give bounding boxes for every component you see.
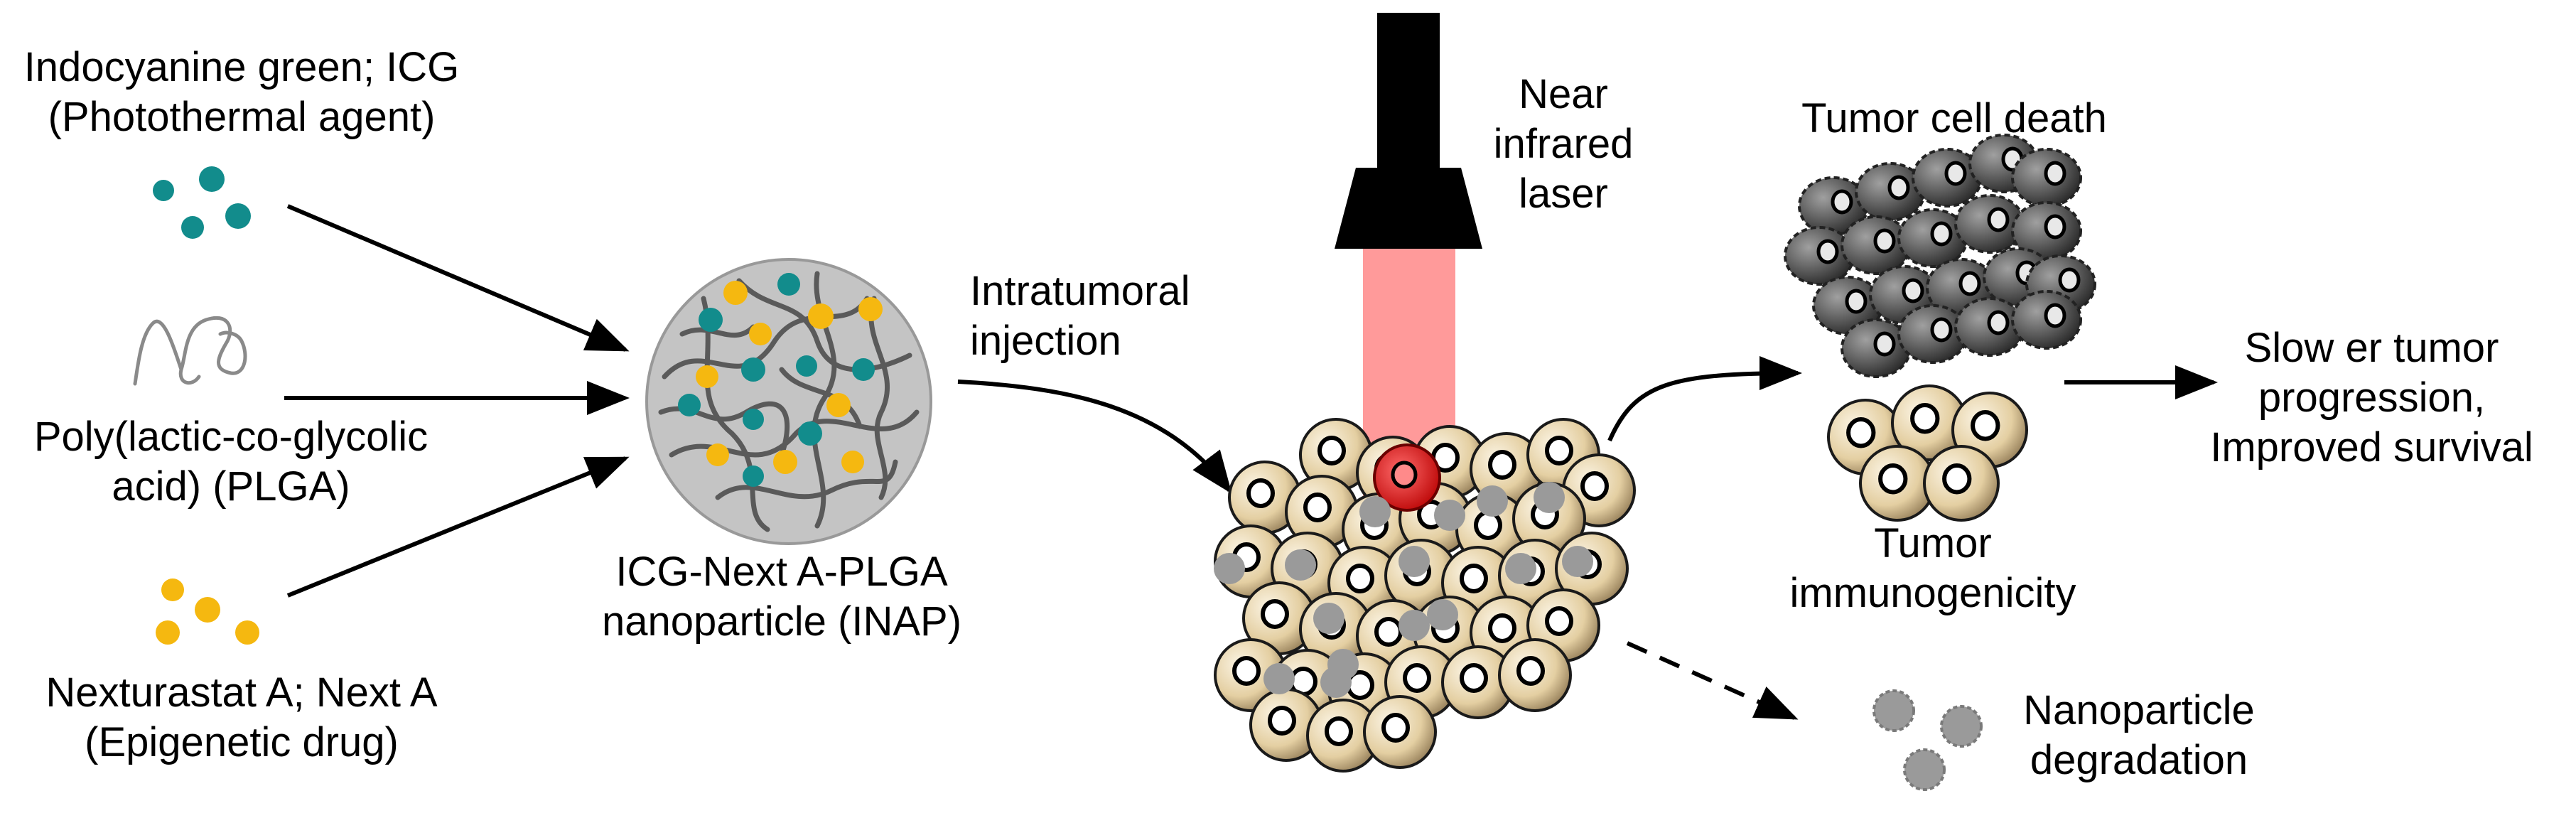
tumor-cell-death-label: Tumor cell death: [1801, 95, 2107, 141]
tumor-nanoparticle: [1477, 485, 1508, 517]
arrow-nexta-to-np: [286, 456, 630, 598]
tumor-nanoparticle: [1562, 546, 1593, 577]
immunogenic-tumor-cell: [1891, 384, 1968, 461]
dead-tumor-cell: [1954, 194, 2025, 254]
nexta-dots-icon: [156, 578, 259, 645]
tumor-nanoparticle: [1313, 603, 1344, 634]
arrow-to-degradation: [1626, 641, 1799, 720]
tumor-nanoparticle: [1320, 667, 1352, 698]
dead-tumor-cell: [1841, 215, 1912, 275]
dead-tumor-cell: [2011, 290, 2082, 350]
injection-label: Intratumoral injection: [970, 268, 1190, 364]
heated-tumor-cell: [1373, 443, 1441, 512]
plga-polymer-icon: [133, 316, 247, 386]
laser-label: Near infrared laser: [1493, 71, 1634, 217]
tumor-nanoparticle: [1359, 496, 1391, 527]
immunogenic-cells-cluster: [1827, 384, 2028, 522]
tumor-cell: [1249, 688, 1323, 762]
dead-tumor-cell: [2011, 148, 2082, 208]
nanoparticle-degradation-label: Nanoparticle degradation: [2023, 687, 2255, 783]
tumor-cell: [1441, 645, 1515, 719]
tumor-nanoparticle: [1427, 599, 1458, 630]
tumor-cell: [1363, 695, 1437, 769]
icg-dots-icon: [153, 166, 251, 239]
inap-nanoparticle: [645, 258, 932, 545]
immunogenic-tumor-cell: [1923, 445, 2000, 522]
tumor-immunogenicity-label: Tumor immunogenicity: [1789, 520, 2076, 616]
degraded-nanoparticles-icon: [1872, 689, 1983, 791]
laser-device-icon: [1335, 13, 1482, 249]
tumor-nanoparticle: [1263, 663, 1295, 694]
tumor-nanoparticle: [1534, 482, 1565, 513]
tumor-nanoparticle: [1399, 546, 1430, 577]
tumor-nanoparticle: [1399, 610, 1430, 641]
plga-label: Poly(lactic-co-glycolic acid) (PLGA): [33, 414, 429, 510]
progression-label: Slow er tumor progression, Improved surv…: [2210, 325, 2533, 470]
arrow-to-outcomes: [1607, 356, 1802, 442]
nanoparticle-label: ICG-Next A-PLGA nanoparticle (INAP): [601, 549, 962, 645]
arrow-injection: [957, 380, 1232, 494]
tumor-cell: [1285, 475, 1359, 549]
tumor-nanoparticle: [1214, 553, 1245, 584]
arrow-icg-to-np: [286, 204, 630, 352]
icg-label: Indocyanine green; ICG (Photothermal age…: [23, 44, 460, 140]
tumor-nanoparticle: [1505, 553, 1536, 584]
tumor-mass: [1214, 418, 1636, 773]
nexta-label: Nexturastat A; Next A (Epigenetic drug): [45, 669, 438, 765]
tumor-cell: [1306, 699, 1380, 773]
dead-cells-cluster: [1784, 134, 2096, 378]
tumor-nanoparticle: [1434, 500, 1465, 531]
tumor-cell: [1498, 638, 1572, 712]
dead-tumor-cell: [2011, 201, 2082, 261]
tumor-nanoparticle: [1285, 549, 1316, 581]
